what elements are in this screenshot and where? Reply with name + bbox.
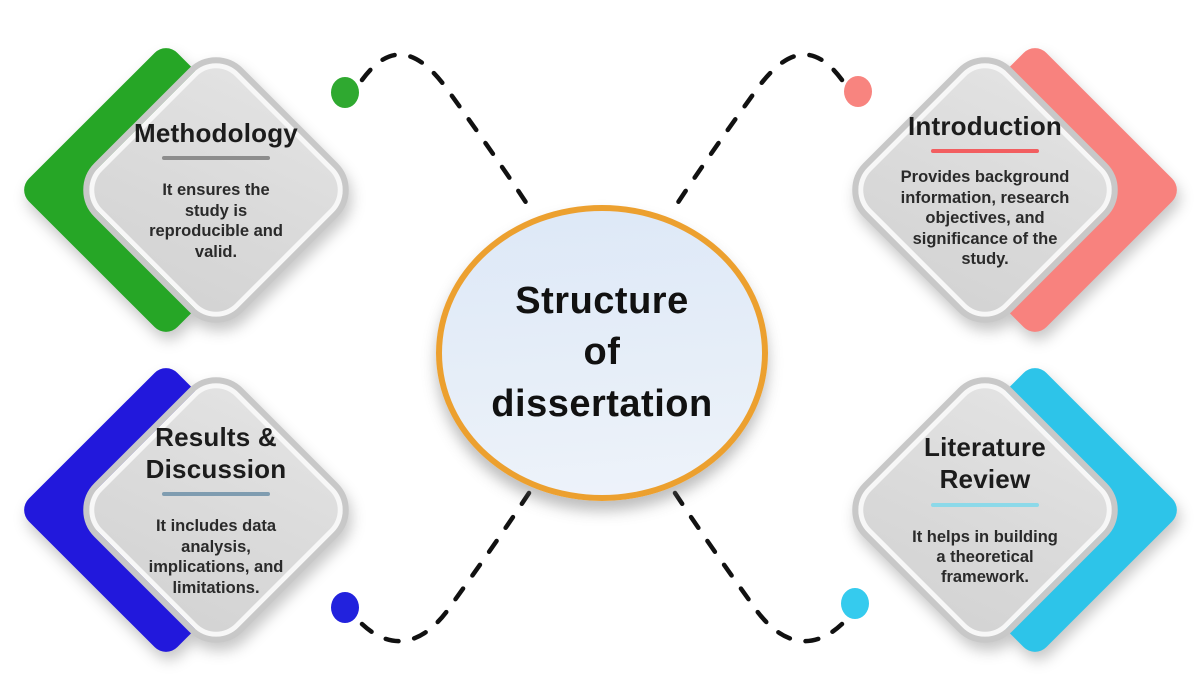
introduction-description: Provides background information, researc… [900, 168, 1070, 269]
methodology-content: Methodology It ensures the study is repr… [96, 70, 336, 310]
results-content: Results & Discussion It includes data an… [96, 390, 336, 630]
methodology-card: Methodology It ensures the study is repr… [17, 41, 365, 339]
methodology-underline [162, 156, 270, 161]
methodology-connector-dot [331, 77, 359, 108]
results-title: Results & Discussion [145, 421, 287, 484]
connector-top-right [672, 52, 845, 210]
connector-bottom-left [359, 490, 532, 644]
methodology-title: Methodology [134, 117, 298, 148]
results-connector-dot [331, 592, 359, 623]
connector-top-left [359, 52, 532, 210]
methodology-description: It ensures the study is reproducible and… [149, 181, 283, 261]
center-circle: Structure of dissertation [436, 205, 768, 501]
literature-underline [931, 502, 1039, 507]
introduction-content: Introduction Provides background informa… [865, 70, 1105, 310]
introduction-title: Introduction [907, 110, 1063, 141]
literature-review-card: Literature Review It helps in building a… [836, 361, 1184, 659]
introduction-connector-dot [844, 76, 872, 107]
introduction-underline [931, 149, 1039, 154]
results-underline [162, 492, 270, 497]
connector-bottom-right [672, 490, 845, 644]
results-discussion-card: Results & Discussion It includes data an… [17, 361, 365, 659]
literature-title: Literature Review [924, 432, 1046, 494]
literature-description: It helps in building a theoretical frame… [912, 527, 1058, 587]
literature-connector-dot [841, 588, 869, 619]
introduction-card: Introduction Provides background informa… [836, 41, 1184, 339]
diagram-title: Structure of dissertation [491, 280, 713, 425]
literature-content: Literature Review It helps in building a… [865, 390, 1105, 630]
results-description: It includes data analysis, implications,… [148, 517, 284, 597]
